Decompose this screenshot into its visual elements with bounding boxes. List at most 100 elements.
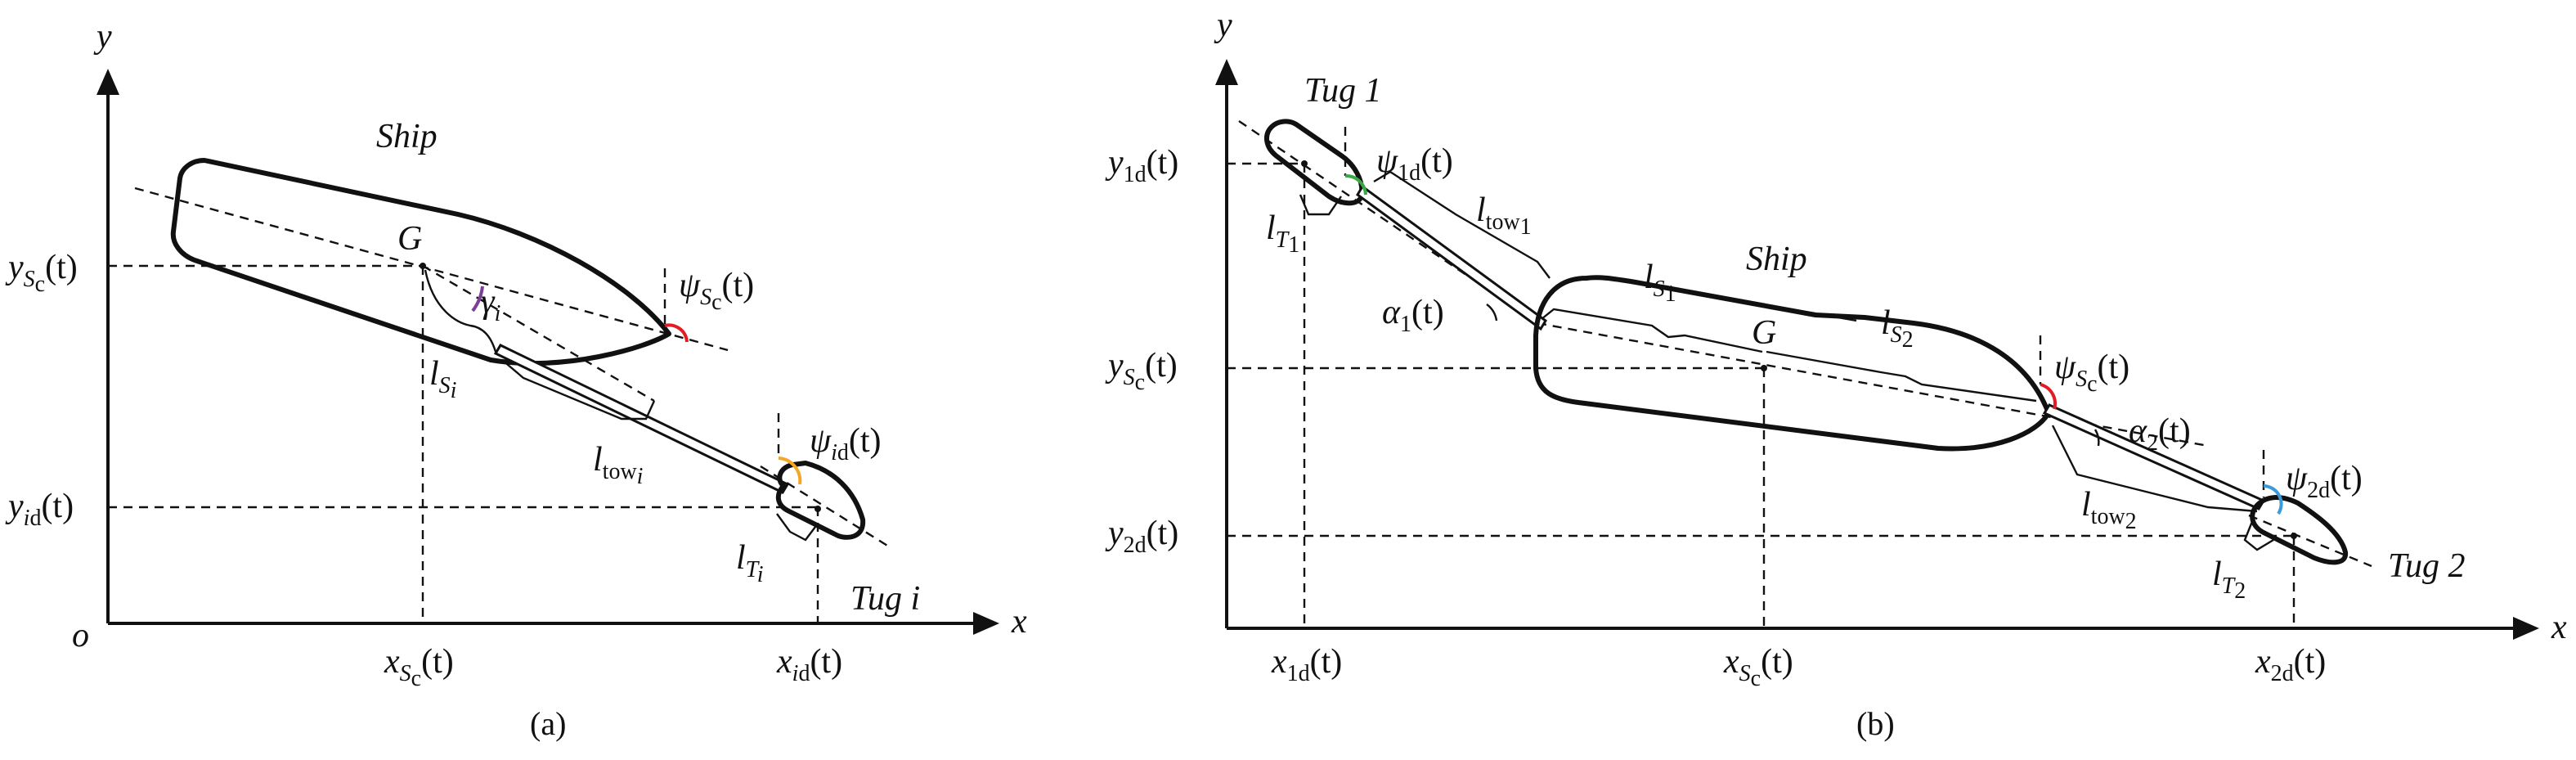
panel-b-alpha1-arc <box>1486 304 1498 322</box>
panel-b-ltow1-brace <box>1373 170 1551 279</box>
svg-text:lS1: lS1 <box>1644 259 1676 307</box>
panel-b-tug2-label: Tug 2 <box>2388 547 2466 585</box>
panel-a-x-tug-label: xid(t) <box>776 643 842 686</box>
panel-a-psi-ship-label: ψSc(t) <box>679 267 754 315</box>
svg-text:xid(t): xid(t) <box>776 643 842 686</box>
panel-b-psi-tug2-arc <box>2263 484 2283 515</box>
panel-a-ls-label: lSi <box>429 355 456 403</box>
panel-a-y-ship-label: ySc(t) <box>5 249 78 297</box>
panel-b-lt1-label: lT1 <box>1266 209 1299 258</box>
panel-a-ltow-brace <box>501 359 656 420</box>
svg-text:lT1: lT1 <box>1266 209 1299 258</box>
svg-text:ltowi: ltowi <box>593 441 643 489</box>
svg-text:ψ2d(t): ψ2d(t) <box>2286 460 2363 503</box>
panel-b-x-ship-label: xSc(t) <box>1723 643 1793 691</box>
panel-a-tug-center-point <box>815 506 821 512</box>
panel-b-ls2-brace <box>1766 350 2037 402</box>
panel-b-y-tug1-label: y1d(t) <box>1105 144 1178 187</box>
panel-b-center-point <box>1761 365 1767 371</box>
panel-b-ship-hull <box>1533 275 2051 452</box>
panel-b-lt2-brace <box>2243 519 2274 551</box>
svg-text:ySc(t): ySc(t) <box>5 249 78 297</box>
panel-b-ship-deck-line <box>1684 289 1857 322</box>
panel-a-psi-tug-label: ψid(t) <box>810 422 882 465</box>
svg-text:y2d(t): y2d(t) <box>1105 515 1178 558</box>
panel-a-lt-label: lTi <box>736 539 763 587</box>
panel-b-x-axis-label: x <box>2551 609 2567 646</box>
svg-text:y1d(t): y1d(t) <box>1105 144 1178 187</box>
svg-text:ltow1: ltow1 <box>1476 191 1532 240</box>
panel-b-y-ship-label: ySc(t) <box>1105 347 1178 395</box>
panel-b-axes <box>1215 59 2539 640</box>
svg-text:ψid(t): ψid(t) <box>810 422 882 465</box>
panel-b-ls1-label: lS1 <box>1644 259 1676 307</box>
panel-a-psi-tug-arc <box>778 456 802 485</box>
panel-b-tug1-label: Tug 1 <box>1304 72 1382 110</box>
panel-a-center-label: G <box>397 220 422 258</box>
panel-a: x y o Ship G <box>5 18 1027 742</box>
panel-a-x-axis-label: x <box>1011 603 1027 641</box>
panel-b-y-axis-label: y <box>1214 7 1232 44</box>
panel-b-psi-tug2-label: ψ2d(t) <box>2286 460 2363 503</box>
panel-a-x-ship-label: xSc(t) <box>384 643 454 691</box>
panel-b-psi-tug1-label: ψ1d(t) <box>1376 142 1453 186</box>
panel-b-psi-ship-label: ψSc(t) <box>2054 349 2129 397</box>
panel-a-ship-label: Ship <box>376 118 438 155</box>
panel-b-tug2-hull <box>2250 495 2349 565</box>
panel-b-tug1-center-point <box>1301 160 1308 167</box>
panel-b-ship-label: Ship <box>1746 241 1807 278</box>
panel-b-ltow2-label: ltow2 <box>2081 486 2137 534</box>
svg-text:xSc(t): xSc(t) <box>384 643 454 691</box>
panel-b-tug1-hull <box>1264 119 1365 206</box>
panel-a-origin-label: o <box>72 617 89 654</box>
svg-text:ψSc(t): ψSc(t) <box>2054 349 2129 397</box>
svg-text:α2(t): α2(t) <box>2129 412 2191 456</box>
svg-text:γi: γi <box>481 283 500 326</box>
svg-text:xSc(t): xSc(t) <box>1723 643 1793 691</box>
panel-b-center-label: G <box>1752 314 1776 352</box>
panel-a-tug-hull <box>775 461 866 540</box>
panel-b-ltow1-label: ltow1 <box>1476 191 1532 240</box>
panel-b-y-tug2-label: y2d(t) <box>1105 515 1178 558</box>
svg-text:ltow2: ltow2 <box>2081 486 2137 534</box>
panel-a-reference-lines <box>108 187 892 623</box>
svg-text:yid(t): yid(t) <box>5 488 74 531</box>
panel-b-alpha1-label: α1(t) <box>1382 294 1444 337</box>
panel-b-caption: (b) <box>1856 705 1895 742</box>
svg-text:lT2: lT2 <box>2212 555 2246 604</box>
panel-b-ls2-label: lS2 <box>1881 304 1914 353</box>
svg-text:ySc(t): ySc(t) <box>1105 347 1178 395</box>
svg-text:lS2: lS2 <box>1881 304 1914 353</box>
panel-a-ls-brace <box>424 269 497 353</box>
panel-a-y-tug-label: yid(t) <box>5 488 74 531</box>
panel-b-psi-tug1-arc <box>1344 173 1367 196</box>
panel-b-ltow2-brace <box>2051 425 2258 513</box>
panel-a-axes <box>96 69 999 635</box>
svg-text:x1d(t): x1d(t) <box>1271 643 1342 686</box>
panel-b: x y <box>1105 7 2567 742</box>
svg-text:ψ1d(t): ψ1d(t) <box>1376 142 1453 186</box>
panel-b-tug2-center-point <box>2291 533 2297 539</box>
panel-a-center-point <box>420 263 426 269</box>
panel-a-psi-ship-arc <box>664 323 689 343</box>
panel-a-gamma-label: γi <box>481 283 500 326</box>
panel-a-gamma-arc <box>471 286 484 313</box>
panel-b-psi-ship-arc <box>2040 383 2057 410</box>
panel-a-caption: (a) <box>530 705 566 742</box>
panel-a-tug-label: Tug i <box>850 580 920 618</box>
panel-b-reference-lines <box>1227 120 2372 628</box>
panel-a-lt-brace <box>776 513 819 542</box>
panel-b-tow-line-1 <box>1356 184 1547 331</box>
svg-text:ψSc(t): ψSc(t) <box>679 267 754 315</box>
panel-b-lt1-brace <box>1299 194 1342 216</box>
svg-text:α1(t): α1(t) <box>1382 294 1444 337</box>
panel-a-ltow-label: ltowi <box>593 441 643 489</box>
panel-b-ls1-brace <box>1541 308 1763 353</box>
panel-b-x-tug1-label: x1d(t) <box>1271 643 1342 686</box>
svg-text:lTi: lTi <box>736 539 763 587</box>
panel-b-lt2-label: lT2 <box>2212 555 2246 604</box>
panel-b-alpha2-arc <box>2094 429 2100 447</box>
panel-b-x-tug2-label: x2d(t) <box>2255 643 2326 686</box>
panel-b-alpha2-label: α2(t) <box>2129 412 2191 456</box>
